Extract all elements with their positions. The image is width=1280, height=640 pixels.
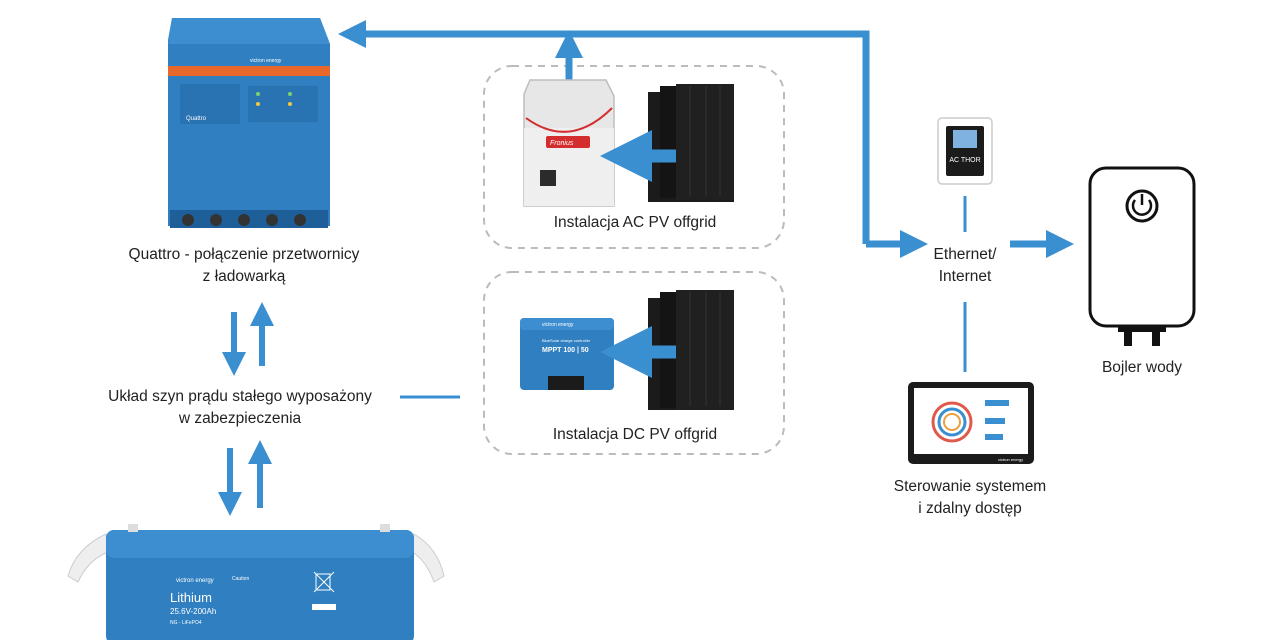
- battery-brand-text: victron energy: [176, 578, 214, 584]
- acthor-label-text: AC THOR: [949, 157, 980, 164]
- ethernet-caption-line1: Ethernet/: [933, 246, 997, 263]
- quattro-caption-line1: Quattro - połączenie przetwornicy: [128, 246, 360, 263]
- ethernet-caption-line2: Internet: [938, 268, 992, 285]
- dc-pv-caption-text: Instalacja DC PV offgrid: [552, 426, 718, 443]
- control-caption: Sterowanie systemem i zdalny dostęp: [870, 476, 1070, 520]
- dc-pv-caption: Instalacja DC PV offgrid: [520, 424, 750, 446]
- fronius-inverter: Fronius: [523, 79, 615, 207]
- power-icon: [1125, 189, 1159, 223]
- lithium-battery: victron energy Lithium 25.6V-200Ah NG - …: [67, 524, 445, 640]
- water-boiler: [1088, 166, 1196, 346]
- mppt-model-text: MPPT 100 | 50: [542, 347, 589, 354]
- quattro-caption: Quattro - połączenie przetwornicy z łado…: [94, 244, 394, 288]
- ac-pv-caption: Instalacja AC PV offgrid: [520, 212, 750, 234]
- bus-battery-arrows: [218, 440, 272, 516]
- mppt-brand-text: victron energy: [542, 322, 574, 328]
- quattro-caption-line2: z ładowarką: [202, 268, 286, 285]
- dc-bus-caption-line1: Układ szyn prądu stałego wyposażony: [108, 388, 372, 405]
- acthor-device: AC THOR: [937, 117, 993, 185]
- dc-bus-caption-line2: w zabezpieczenia: [178, 410, 302, 427]
- ethernet-caption: Ethernet/ Internet: [915, 244, 1015, 288]
- control-tablet: victron energy: [908, 382, 1034, 464]
- battery-spec-text: 25.6V-200Ah: [170, 607, 216, 616]
- battery-caution-text: Caution: [232, 576, 249, 582]
- quattro-model-text: Quattro: [186, 116, 207, 122]
- ac-pv-group-frame: [483, 65, 785, 249]
- main-data-line: [338, 20, 928, 258]
- fronius-brand-text: Fronius: [550, 140, 574, 147]
- mppt-controller: victron energy BlueSolar charge controll…: [520, 318, 614, 390]
- dc-bus-caption: Układ szyn prądu stałego wyposażony w za…: [84, 386, 396, 430]
- tablet-brand-text: victron energy: [998, 457, 1023, 462]
- battery-chemistry-text: Lithium: [170, 590, 212, 605]
- dc-solar-panels: [648, 290, 734, 410]
- recycle-bin-icon: [313, 571, 335, 593]
- ac-solar-panels: [648, 84, 734, 202]
- boiler-caption-text: Bojler wody: [1101, 359, 1183, 376]
- battery-sub-text: NG - LiFePO4: [170, 620, 202, 626]
- dc-pv-group-frame: [483, 271, 785, 455]
- quattro-brand-text: victron energy: [250, 58, 282, 64]
- mppt-name-text: BlueSolar charge controller: [542, 338, 591, 343]
- control-caption-line2: i zdalny dostęp: [918, 500, 1022, 517]
- control-caption-line1: Sterowanie systemem: [893, 478, 1047, 495]
- ac-pv-caption-text: Instalacja AC PV offgrid: [553, 214, 717, 231]
- boiler-caption: Bojler wody: [1082, 357, 1202, 379]
- quattro-bus-arrows: [222, 302, 274, 376]
- quattro-device: victron energy Quattro: [168, 18, 330, 228]
